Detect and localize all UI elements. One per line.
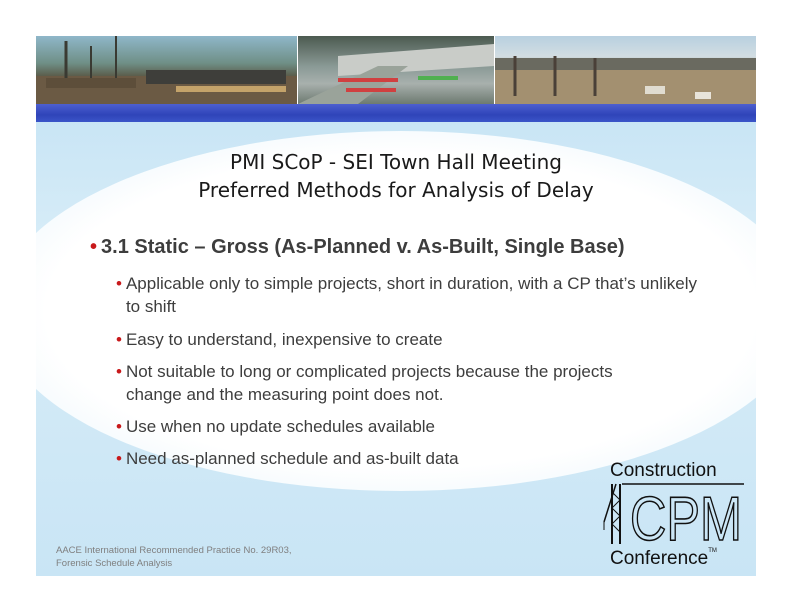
trademark-mark: TM [708, 548, 717, 554]
sub-bullet-text: Applicable only to simple projects, shor… [125, 274, 698, 316]
bullet-icon: • [116, 330, 122, 349]
bullet-icon: • [116, 449, 122, 468]
crane-cpm-icon: CPM [603, 483, 744, 548]
sub-bullet-text: Use when no update schedules available [125, 417, 435, 436]
background-ellipse [36, 131, 756, 491]
construction-photo-2 [297, 36, 495, 104]
main-bullet: •3.1 Static – Gross (As-Planned v. As-Bu… [90, 236, 625, 259]
bullet-icon: • [90, 236, 98, 258]
footer-citation: AACE International Recommended Practice … [56, 544, 292, 570]
header-photo-strip [36, 36, 756, 104]
title-line-2: Preferred Methods for Analysis of Delay [198, 178, 594, 202]
bullet-icon: • [116, 417, 122, 436]
construction-cpm-conference-logo: Construction CPM ConferenceTM [602, 460, 752, 576]
logo-bottom-text: ConferenceTM [610, 548, 717, 570]
bullet-icon: • [116, 274, 122, 293]
sub-bullet-text: Not suitable to long or complicated proj… [125, 362, 613, 404]
header-blue-bar [36, 104, 756, 122]
title-line-1: PMI SCoP - SEI Town Hall Meeting [230, 150, 562, 174]
slide-title: PMI SCoP - SEI Town Hall Meeting Preferr… [36, 148, 756, 204]
sub-bullet-4: •Use when no update schedules available [116, 415, 716, 438]
logo-top-text: Construction [610, 460, 717, 481]
sub-bullet-text: Easy to understand, inexpensive to creat… [125, 330, 443, 349]
logo-bottom-label: Conference [610, 548, 709, 569]
sub-bullet-1: •Applicable only to simple projects, sho… [116, 272, 716, 318]
sub-bullet-5: •Need as-planned schedule and as-built d… [116, 447, 716, 470]
logo-cpm-text: CPM [630, 485, 742, 548]
footer-line-2: Forensic Schedule Analysis [56, 558, 173, 569]
sub-bullet-2: •Easy to understand, inexpensive to crea… [116, 328, 716, 351]
construction-photo-3 [494, 36, 756, 104]
main-bullet-text: 3.1 Static – Gross (As-Planned v. As-Bui… [101, 236, 625, 258]
sub-bullet-text: Need as-planned schedule and as-built da… [125, 449, 459, 468]
slide: PMI SCoP - SEI Town Hall Meeting Preferr… [36, 36, 756, 576]
sub-bullet-3: •Not suitable to long or complicated pro… [116, 360, 716, 406]
bullet-icon: • [116, 362, 122, 381]
construction-photo-1 [36, 36, 298, 104]
footer-line-1: AACE International Recommended Practice … [56, 545, 292, 556]
